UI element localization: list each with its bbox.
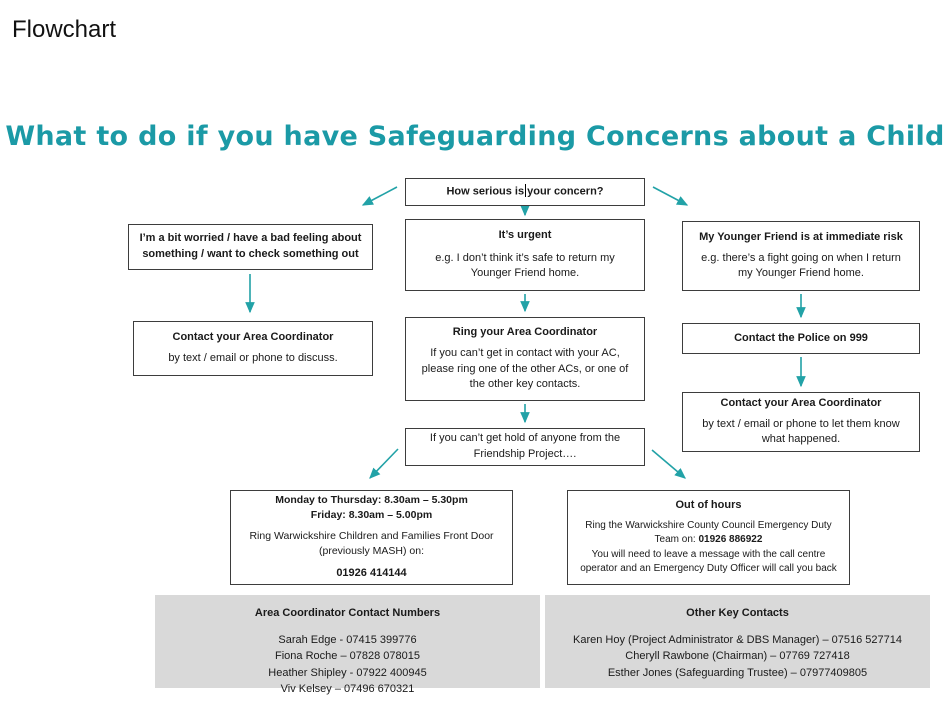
box-out-of-hours: Out of hours Ring the Warwickshire Count… — [567, 490, 850, 585]
box-fallback: If you can’t get hold of anyone from the… — [405, 428, 645, 466]
contact-entry: Heather Shipley - 07922 400945 — [268, 666, 427, 679]
box-contact-coordinator-report: Contact your Area Coordinator by text / … — [682, 392, 920, 452]
office-hours-line2: Friday: 8.30am – 5.00pm — [310, 508, 433, 521]
fallback-text: If you can’t get hold of anyone from the… — [429, 432, 621, 460]
arrow-root-to-right — [652, 186, 689, 206]
box-urgent-concern: It’s urgent e.g. I don’t think it’s safe… — [405, 219, 645, 291]
out-of-hours-body1: Ring the Warwickshire County Council Eme… — [578, 519, 839, 548]
text-cursor — [525, 183, 527, 197]
page-title: Flowchart — [12, 16, 117, 43]
contact-entry: Cheryll Rawbone (Chairman) – 07769 72741… — [625, 650, 850, 662]
contact-coordinator-report-body: by text / email or phone to let them kno… — [702, 417, 900, 446]
panel-area-coordinator-contacts: Area Coordinator Contact Numbers Sarah E… — [155, 595, 540, 695]
out-of-hours-body2: You will need to leave a message with th… — [580, 548, 837, 575]
contact-entry: Sarah Edge - 07415 399776 — [278, 633, 417, 646]
immediate-risk-heading: My Younger Friend is at immediate risk — [699, 230, 903, 243]
arrow-root-to-left — [361, 186, 398, 206]
worried-concern-text: I’m a bit worried / have a bad feeling a… — [139, 232, 362, 260]
root-question-text-left: How serious is — [446, 185, 525, 198]
arrow-fallback-to-out-of-hours — [651, 449, 686, 479]
box-contact-coordinator-discuss: Contact your Area Coordinator by text / … — [133, 321, 373, 376]
office-hours-line1: Monday to Thursday: 8.30am – 5.30pm — [275, 493, 468, 506]
area-coordinator-contacts-heading: Area Coordinator Contact Numbers — [254, 607, 441, 619]
contact-police-heading: Contact the Police on 999 — [734, 331, 868, 344]
box-office-hours: Monday to Thursday: 8.30am – 5.30pm Frid… — [230, 490, 513, 585]
ring-coordinator-body: If you can’t get in contact with your AC… — [421, 346, 629, 391]
box-immediate-risk-concern: My Younger Friend is at immediate risk e… — [682, 221, 920, 291]
contact-coordinator-discuss-heading: Contact your Area Coordinator — [172, 331, 334, 344]
contact-coordinator-discuss-body: by text / email or phone to discuss. — [168, 352, 338, 364]
office-hours-body: Ring Warwickshire Children and Families … — [249, 530, 494, 558]
out-of-hours-heading: Out of hours — [675, 499, 742, 512]
panel-other-key-contacts: Other Key Contacts Karen Hoy (Project Ad… — [545, 595, 930, 688]
contact-entry: Viv Kelsey – 07496 670321 — [280, 683, 415, 695]
office-hours-phone: 01926 414144 — [336, 567, 407, 580]
urgent-heading: It’s urgent — [498, 228, 552, 241]
contact-entry: Esther Jones (Safeguarding Trustee) – 07… — [607, 666, 868, 679]
out-of-hours-phone: 01926 886922 — [698, 534, 763, 546]
contact-coordinator-report-heading: Contact your Area Coordinator — [720, 396, 882, 409]
contact-entry: Karen Hoy (Project Administrator & DBS M… — [573, 633, 902, 646]
other-key-contacts-heading: Other Key Contacts — [686, 607, 789, 619]
out-of-hours-body1-text: Ring the Warwickshire County Council Eme… — [585, 519, 832, 546]
box-worried-concern: I’m a bit worried / have a bad feeling a… — [128, 224, 373, 270]
arrow-fallback-to-office-hours — [369, 448, 399, 479]
ring-coordinator-heading: Ring your Area Coordinator — [452, 325, 598, 338]
root-question-text-right: your concern? — [527, 185, 604, 198]
immediate-risk-example-text: e.g. there’s a fight going on when I ret… — [701, 251, 901, 280]
box-ring-coordinator: Ring your Area Coordinator If you can’t … — [405, 317, 645, 401]
box-contact-police: Contact the Police on 999 — [682, 323, 920, 354]
urgent-example-text: e.g. I don’t think it’s safe to return m… — [435, 251, 615, 280]
flowchart-title: What to do if you have Safeguarding Conc… — [5, 121, 945, 152]
contact-entry: Fiona Roche – 07828 078015 — [275, 650, 420, 662]
